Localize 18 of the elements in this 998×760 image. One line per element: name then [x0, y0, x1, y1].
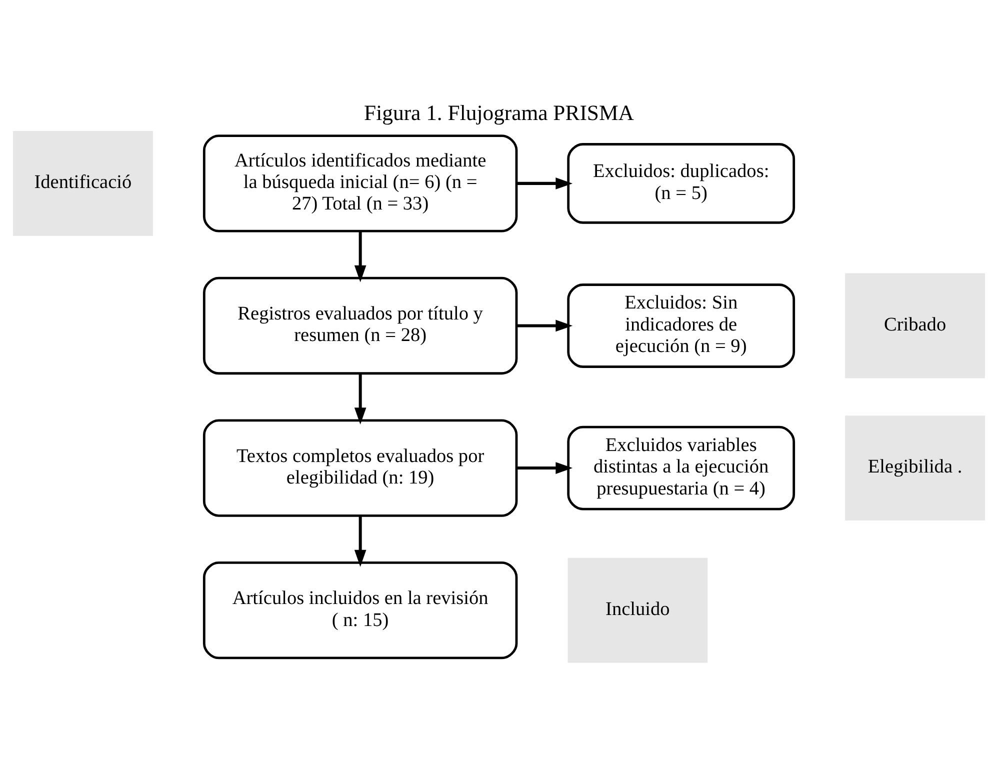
node-box: Excluidos variables distintas a la ejecución presupuestaria (n = 4) [567, 426, 796, 510]
node-box: Identificació [13, 130, 153, 236]
node-box: Excluidos: duplicados: (n = 5) [567, 143, 796, 224]
node-box: Textos completos evaluados por elegibilidad (n: 19) [202, 419, 518, 517]
arrow [516, 462, 573, 474]
node-box: Registros evaluados por título y resumen (n = 28) [202, 276, 518, 375]
node-box: Artículos incluidos en la revisión ( n: 15) [202, 561, 518, 660]
node-box: Incluido [568, 558, 708, 663]
arrow [516, 320, 573, 332]
node-box: Cribado [845, 273, 985, 378]
node-box: Excluidos: Sin indicadores de ejecución (n = 9) [567, 284, 796, 368]
diagram-title: Figura 1. Flujograma PRISMA [364, 101, 634, 126]
arrow [516, 178, 573, 190]
arrow [354, 231, 366, 282]
node-box: Artículos identificados mediante la búsqueda inicial (n= 6) (n = 27) Total (n = 33) [202, 134, 518, 232]
arrow [354, 374, 366, 425]
arrow [354, 516, 366, 567]
node-box: Elegibilida . [845, 416, 985, 520]
